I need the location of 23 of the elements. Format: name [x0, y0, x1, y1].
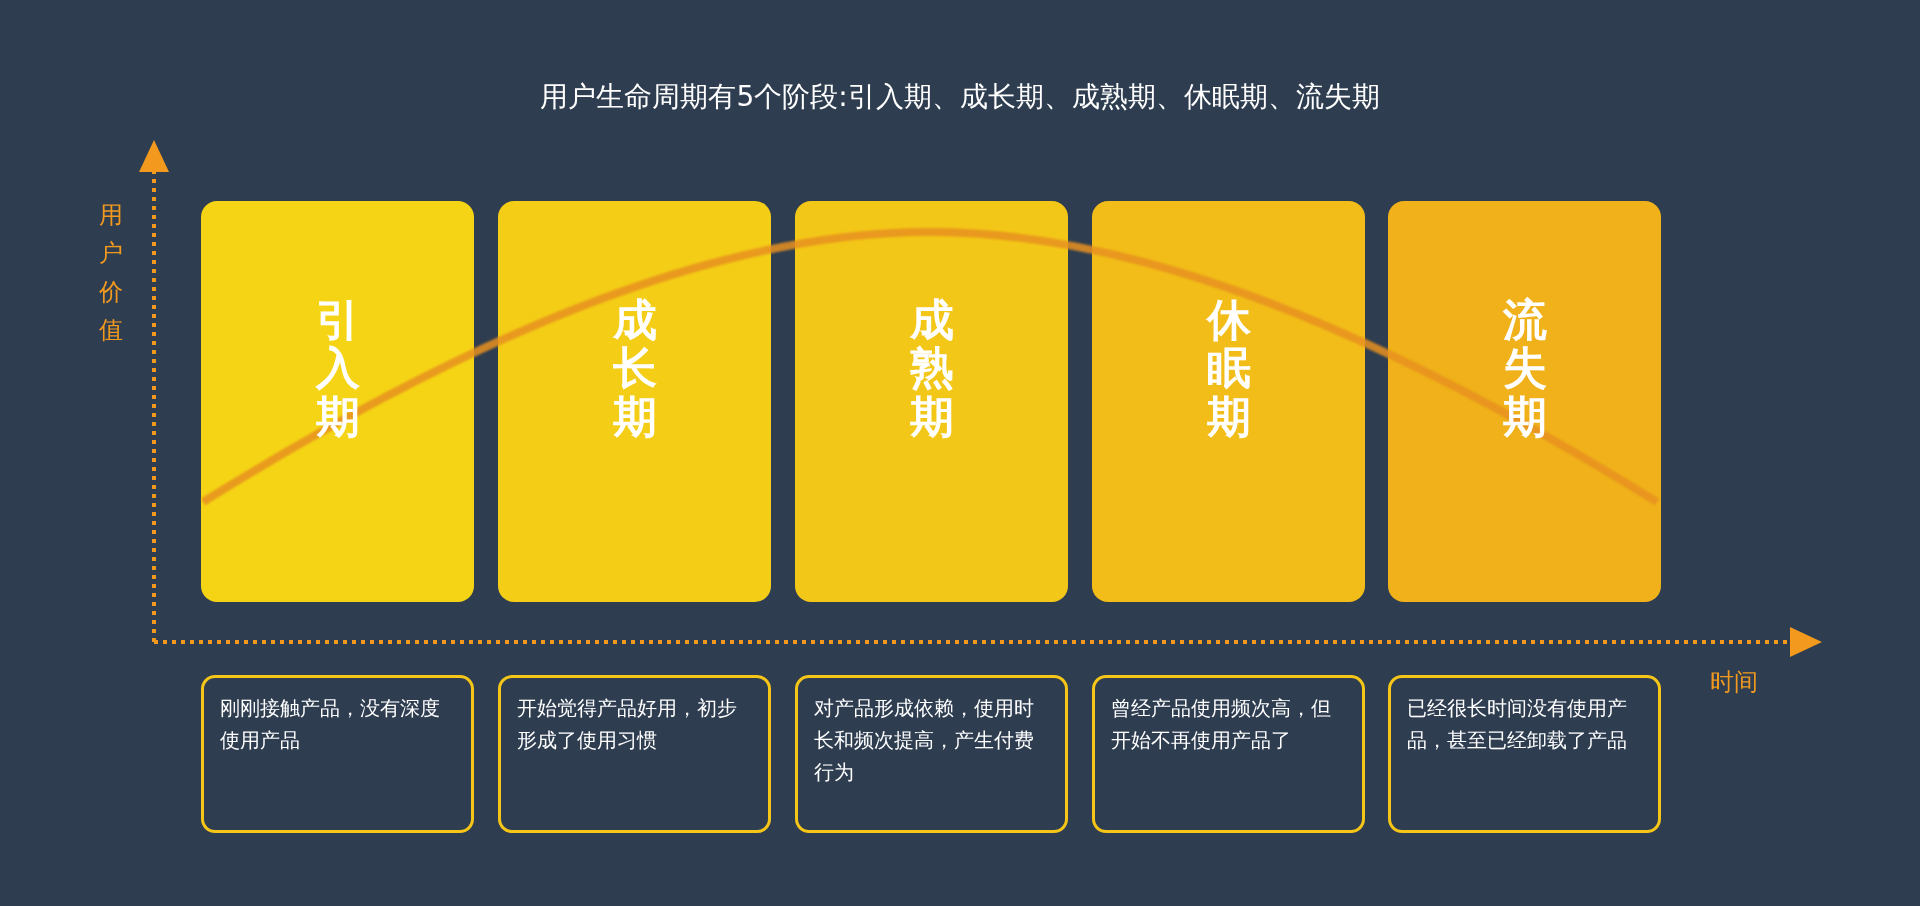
stage-card	[498, 201, 771, 602]
stage-name: 流失期	[1502, 296, 1547, 442]
stage-description: 刚刚接触产品，没有深度使用产品	[220, 695, 441, 754]
description-card	[1092, 675, 1365, 833]
stage-description: 开始觉得产品好用，初步形成了使用习惯	[517, 695, 738, 754]
stage-description: 已经很长时间没有使用产品，甚至已经卸载了产品	[1407, 695, 1628, 754]
stage-card	[201, 201, 474, 602]
title: 用户生命周期有5个阶段:引入期、成长期、成熟期、休眠期、流失期	[539, 79, 1381, 115]
description-card	[1388, 675, 1661, 833]
x-axis-label: 时间	[1710, 667, 1758, 698]
description-card	[201, 675, 474, 833]
description-card	[498, 675, 771, 833]
stage-description: 曾经产品使用频次高，但开始不再使用产品了	[1111, 695, 1332, 754]
stage-name: 成长期	[612, 296, 657, 442]
stage-name: 引入期	[315, 296, 360, 442]
description-card	[795, 675, 1068, 833]
y-axis-label: 用户价值	[99, 200, 123, 347]
stage-description: 对产品形成依赖，使用时长和频次提高，产生付费行为	[814, 695, 1035, 786]
stage-card	[1388, 201, 1661, 602]
stage-card	[1092, 201, 1365, 602]
stage-name: 成熟期	[909, 296, 954, 442]
stage-name: 休眠期	[1206, 296, 1251, 442]
stage-card	[795, 201, 1068, 602]
